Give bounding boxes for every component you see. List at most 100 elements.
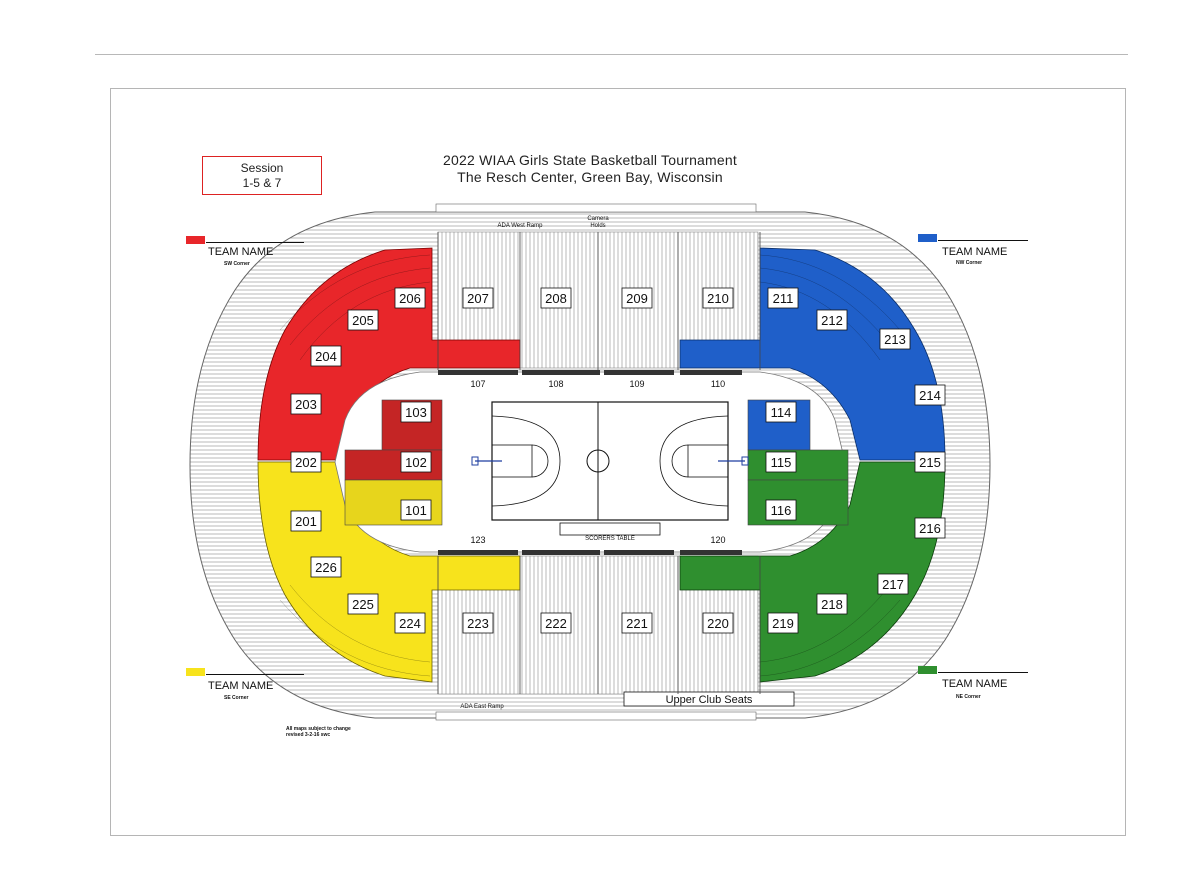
section-102-label: 102 <box>405 455 427 470</box>
team-sw-corner: SW Corner <box>224 261 250 267</box>
section-212-label: 212 <box>821 313 843 328</box>
section-103-box <box>400 401 432 423</box>
section-226-label: 226 <box>315 560 337 575</box>
section-214-box <box>914 384 946 406</box>
title-line-1: 2022 WIAA Girls State Basketball Tournam… <box>443 152 737 168</box>
section-216-box <box>914 517 946 539</box>
scorers-table-label: SCORERS TABLE <box>585 536 635 542</box>
section-207-box <box>462 287 494 309</box>
section-221-label: 221 <box>626 616 648 631</box>
se-corner-seating <box>257 461 521 683</box>
section-109-label: 109 <box>629 379 644 389</box>
section-224-label: 224 <box>399 616 421 631</box>
section-223-box <box>462 612 494 634</box>
section-219-label: 219 <box>772 616 794 631</box>
top-rule <box>95 54 1128 55</box>
session-label: Session <box>240 161 284 175</box>
section-206-box <box>394 287 426 309</box>
team-ne-swatch <box>918 666 937 674</box>
section-101-box <box>400 499 432 521</box>
team-sw-swatch <box>186 236 205 244</box>
map-note: All maps subject to change revised 3-2-1… <box>286 726 351 738</box>
section-201-box <box>290 510 322 532</box>
section-221-box <box>621 612 653 634</box>
section-208-label: 208 <box>545 291 567 306</box>
section-116-label: 116 <box>771 503 792 518</box>
team-nw-name: TEAM NAME <box>942 246 1008 258</box>
upper-club-seats-label: Upper Club Seats <box>666 694 753 706</box>
section-222-box <box>540 612 572 634</box>
camera-label: Camera <box>587 216 609 222</box>
note-line-2: revised 3-2-16 swc <box>286 732 331 738</box>
team-se-swatch <box>186 668 205 676</box>
section-210-label: 210 <box>707 291 729 306</box>
court <box>491 401 729 521</box>
section-208-box <box>540 287 572 309</box>
section-215-box <box>914 451 946 473</box>
section-203-label: 203 <box>295 397 317 412</box>
section-114-box <box>765 401 797 423</box>
section-202-box <box>290 451 322 473</box>
section-218-label: 218 <box>821 597 843 612</box>
section-205-box <box>347 309 379 331</box>
section-201-label: 201 <box>295 514 317 529</box>
section-222-label: 222 <box>545 616 567 631</box>
section-120-label: 120 <box>710 535 725 545</box>
section-209-label: 209 <box>626 291 648 306</box>
section-116-block <box>747 479 849 526</box>
section-211-label: 211 <box>773 291 794 306</box>
section-224-box <box>394 612 426 634</box>
title-line-2: The Resch Center, Green Bay, Wisconsin <box>457 169 723 185</box>
section-116-box <box>765 499 797 521</box>
section-213-label: 213 <box>884 332 906 347</box>
section-215-label: 215 <box>919 455 941 470</box>
team-nw-corner: NW Corner <box>956 260 983 266</box>
section-115-label: 115 <box>771 455 792 470</box>
section-110-label: 110 <box>711 379 725 389</box>
session-numbers: 1-5 & 7 <box>242 176 282 190</box>
section-204-label: 204 <box>315 349 337 364</box>
page-border <box>110 88 1126 836</box>
sw-corner-seating <box>257 247 521 461</box>
section-217-box <box>877 573 909 595</box>
section-220-box <box>702 612 734 634</box>
team-sw-line <box>206 242 304 243</box>
section-123-label: 123 <box>470 535 485 545</box>
section-212-box <box>816 309 848 331</box>
holds-label: Holds <box>590 223 605 229</box>
upper-club-seats <box>623 691 795 707</box>
section-114-label: 114 <box>771 405 792 420</box>
section-225-box <box>347 593 379 615</box>
section-205-label: 205 <box>352 313 374 328</box>
team-sw-name: TEAM NAME <box>208 246 274 258</box>
team-se-corner: SE Corner <box>224 695 249 701</box>
section-115-box <box>765 451 797 473</box>
section-101-label: 101 <box>405 503 427 518</box>
section-206-label: 206 <box>399 291 421 306</box>
team-ne-line <box>938 672 1028 673</box>
section-115-block <box>747 449 849 481</box>
section-103-label: 103 <box>405 405 427 420</box>
ada-west-ramp-label: ADA West Ramp <box>498 223 544 229</box>
section-218-box <box>816 593 848 615</box>
section-108-label: 108 <box>548 379 563 389</box>
ada-east-ramp-label: ADA East Ramp <box>460 704 504 710</box>
section-220-label: 220 <box>707 616 729 631</box>
section-211-box <box>767 287 799 309</box>
section-213-box <box>879 328 911 350</box>
team-se-line <box>206 674 304 675</box>
section-225-label: 225 <box>352 597 374 612</box>
session-box: Session 1-5 & 7 <box>202 156 322 195</box>
section-209-box <box>621 287 653 309</box>
section-203-box <box>290 393 322 415</box>
map-title: 2022 WIAA Girls State Basketball Tournam… <box>400 152 780 186</box>
note-line-1: All maps subject to change <box>286 726 351 732</box>
section-226-box <box>310 556 342 578</box>
section-102-box <box>400 451 432 473</box>
team-nw-line <box>938 240 1028 241</box>
team-ne-name: TEAM NAME <box>942 678 1008 690</box>
row-lines-overlay <box>279 254 901 677</box>
section-107-label: 107 <box>470 379 485 389</box>
section-214-label: 214 <box>919 388 941 403</box>
section-223-label: 223 <box>467 616 489 631</box>
